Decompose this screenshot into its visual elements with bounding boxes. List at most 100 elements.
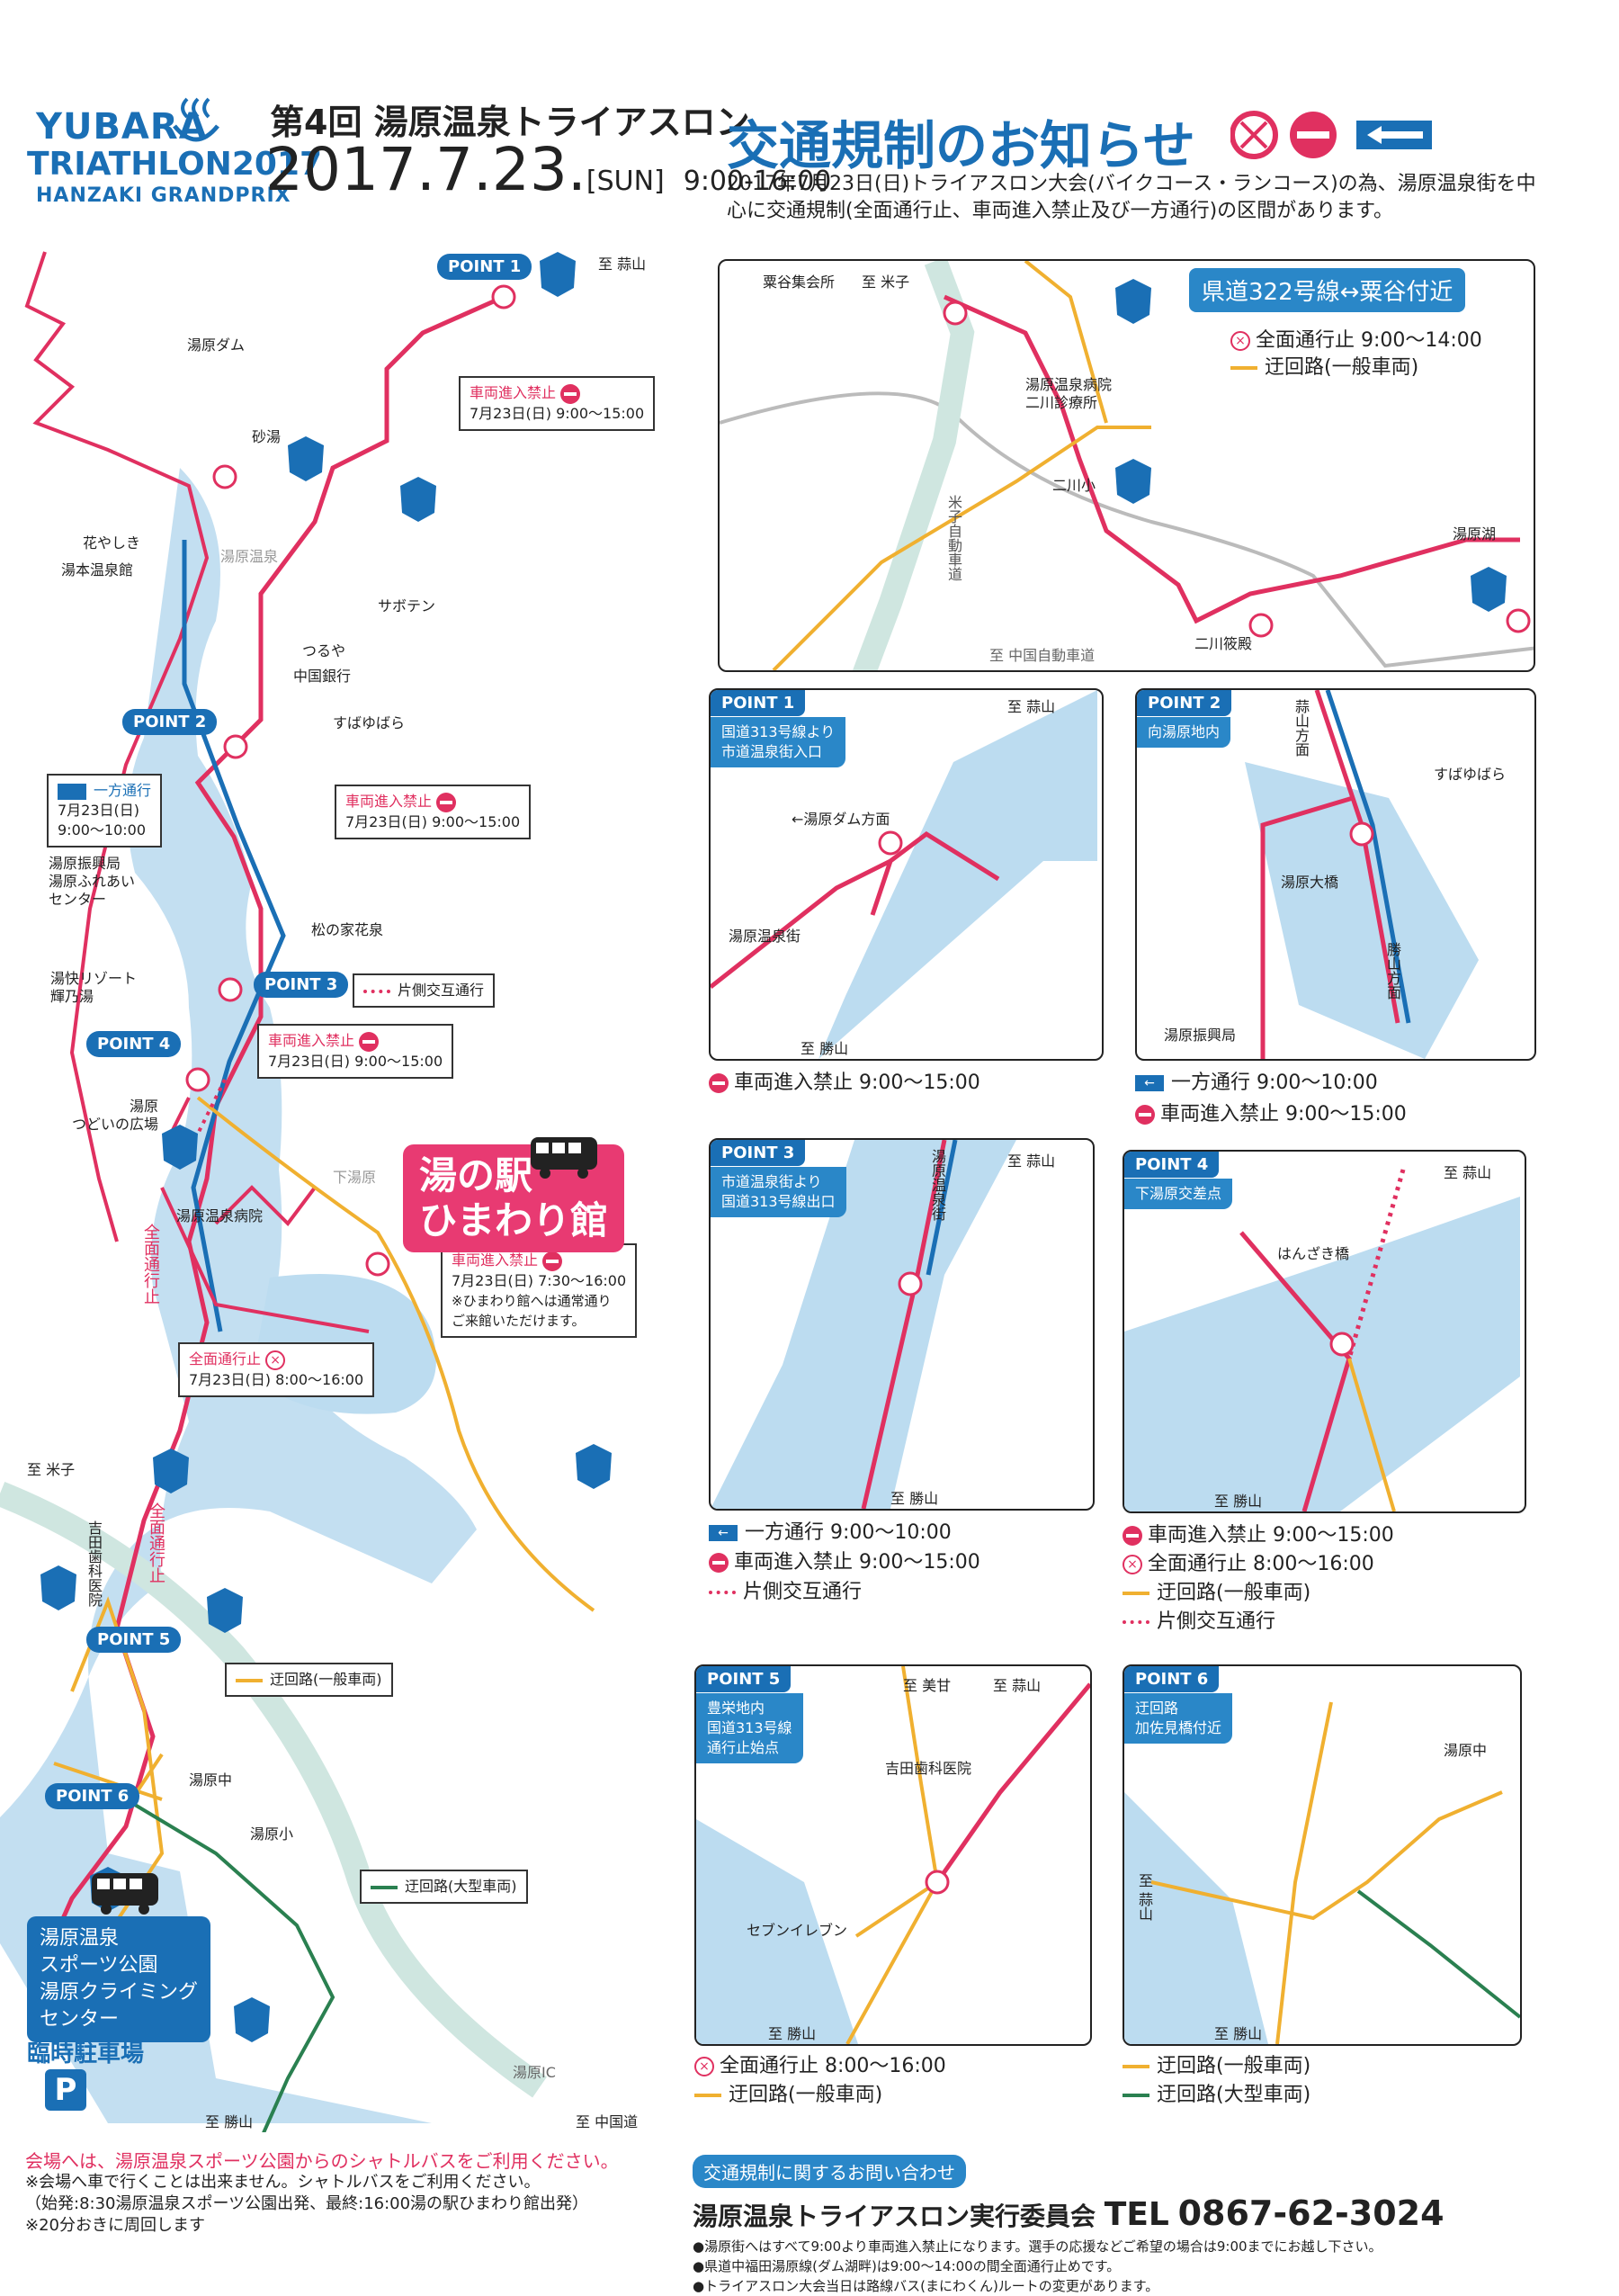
inset-dir-yonago: 至 米子 (862, 274, 910, 291)
panel-5-yoshida-dental: 吉田歯科医院 (885, 1760, 972, 1777)
panel-3-label: POINT 3 (711, 1140, 806, 1166)
place-yubara-es: 湯原小 (250, 1825, 294, 1843)
legend-p2-one-way: ←一方通行 9:00～10:00 (1135, 1066, 1378, 1095)
panel-1-dir-hiruzen: 至 蒜山 (1007, 698, 1056, 715)
place-yubara-onsen: 湯原温泉 (220, 548, 279, 565)
inset-legend-closure: ×全面通行止 9:00～14:00 (1230, 324, 1482, 353)
panel-4-dir-hiruzen: 至 蒜山 (1444, 1164, 1492, 1181)
inset-dir-chugoku: 至 中国自動車道 (989, 647, 1096, 664)
legend-p4-alternating: 片側交互通行 (1123, 1605, 1275, 1634)
footer-notes: 会場へは、湯原温泉スポーツ公園からのシャトルバスをご利用ください。 ※会場へ車で… (25, 2150, 619, 2235)
callout-alternating: 片側交互通行 (353, 973, 496, 1008)
panel-1-dir-dam: ←湯原ダム方面 (792, 811, 890, 828)
onsen-icon (169, 90, 223, 157)
legend-p6-detour-large: 迂回路(大型車両) (1123, 2078, 1310, 2107)
place-saboten: サボテン (378, 597, 436, 614)
panel-5-seven-eleven: セブンイレブン (747, 1922, 848, 1939)
callout-full-closure: 全面通行止 ×7月23日(日) 8:00～16:00 (178, 1342, 375, 1397)
panel-point-1: POINT 1 国道313号線より 市道温泉街入口 至 蒜山 ←湯原ダム方面 湯… (709, 688, 1104, 1061)
legend-p4-detour: 迂回路(一般車両) (1123, 1576, 1310, 1605)
header-description: 2017年7月23日(日)トライアスロン大会(バイクコース・ランコース)の為、湯… (727, 173, 1536, 222)
course-red-1 (24, 251, 210, 1242)
logo-triathlon: TRIATHLON2017 (27, 146, 323, 183)
inset-place-futagawa-ts: 二川筱殿 (1194, 635, 1253, 652)
panel-2-dir-hiruzen: 蒜山方面 (1293, 699, 1310, 757)
contact-notes: ●湯原街へはすべて9:00より車両進入禁止になります。選手の応援などご希望の場合… (693, 2238, 1382, 2294)
panel-point-4: POINT 4 下湯原交差点 はんざき橋 至 蒜山 至 勝山 (1123, 1150, 1526, 1513)
callout-no-entry-2: 車両進入禁止 7月23日(日) 9:00～15:00 (335, 785, 532, 839)
dir-yonago: 至 米子 (27, 1461, 76, 1478)
parking-icon: P (45, 2069, 86, 2111)
page-title: 交通規制のお知らせ (727, 115, 1195, 176)
place-hanayashiki: 花やしき (83, 534, 141, 552)
panel-5-caption: 豊栄地内 国道313号線 通行止始点 (696, 1693, 803, 1763)
panel-2-shinkokyoku: 湯原振興局 (1164, 1027, 1237, 1044)
panel-2-dir-katsuyama: 勝山方面 (1384, 942, 1401, 1000)
place-matsunoya: 松の家花泉 (311, 921, 384, 938)
dir-chugokudo: 至 中国道 (576, 2113, 639, 2130)
contact-phone[interactable]: 0867-62-3024 (1177, 2193, 1445, 2233)
traffic-signs (1230, 108, 1437, 166)
legend-p3-one-way: ←一方通行 9:00～10:00 (709, 1516, 952, 1545)
place-sunayu: 砂湯 (252, 428, 282, 445)
contact-section: 交通規制に関するお問い合わせ 湯原温泉トライアスロン実行委員会 TEL 0867… (693, 2155, 1511, 2296)
main-point-4: POINT 4 (86, 1031, 182, 1057)
panel-3-dir-katsuyama: 至 勝山 (890, 1490, 939, 1507)
inset-legend-detour: 迂回路(一般車両) (1230, 351, 1418, 380)
panel-1-onsen-street: 湯原温泉街 (729, 928, 801, 945)
main-point-3: POINT 3 (254, 972, 349, 998)
place-yumoto-onsenkan: 湯本温泉館 (61, 561, 134, 578)
course-red-3 (160, 1097, 370, 1333)
legend-p1-no-entry: 車両進入禁止 9:00～15:00 (709, 1066, 980, 1095)
place-yubara-dam: 湯原ダム (187, 336, 246, 354)
panel-6-dir-katsuyama: 至 勝山 (1214, 2025, 1263, 2042)
contact-label: 交通規制に関するお問い合わせ (693, 2155, 966, 2188)
callout-no-entry-4: 車両進入禁止 7月23日(日) 7:30～16:00※ひまわり館へは通常通り ご… (441, 1243, 638, 1338)
panel-1-dir-katsuyama: 至 勝山 (801, 1040, 849, 1057)
panel-6-caption: 迂回路 加佐見橋付近 (1124, 1693, 1233, 1744)
panel-5-dir-katsuyama: 至 勝山 (768, 2025, 817, 2042)
main-point-2: POINT 2 (122, 709, 218, 735)
panel-1-caption: 国道313号線より 市道温泉街入口 (711, 717, 846, 767)
inset-title: 県道322号線↔粟谷付近 (1189, 268, 1466, 312)
main-point-5: POINT 5 (86, 1627, 182, 1653)
legend-p4-closure: ×全面通行止 8:00～16:00 (1123, 1547, 1374, 1576)
river (0, 468, 477, 2123)
contact-org-line: 湯原温泉トライアスロン実行委員会 TEL 0867-62-3024 (693, 2193, 1445, 2233)
panel-point-6: POINT 6 迂回路 加佐見橋付近 湯原中 至 蒜山 至 勝山 (1123, 1664, 1522, 2046)
callout-no-entry-1: 車両進入禁止 7月23日(日) 9:00～15:00 (459, 376, 656, 431)
event-date: 2017.7.23.[SUN] 9:00-16:00 (265, 135, 832, 204)
panel-point-2: POINT 2 向湯原地内 蒜山方面 すばゆばら 湯原大橋 勝山方面 湯原振興局 (1135, 688, 1536, 1061)
place-shinkokyoku: 湯原振興局 湯原ふれあい センター (49, 855, 136, 908)
panel-6-yubara-jhs: 湯原中 (1444, 1742, 1488, 1759)
panel-4-caption: 下湯原交差点 (1124, 1179, 1233, 1209)
temporary-parking-label: 臨時駐車場 (27, 2040, 145, 2067)
panel-5-dir-hiruzen: 至 蒜山 (993, 1677, 1042, 1694)
bus-icon (529, 1135, 601, 1184)
place-yubara-hospital: 湯原温泉病院 (176, 1207, 264, 1224)
legend-p2-no-entry: 車両進入禁止 9:00～15:00 (1135, 1098, 1407, 1126)
inset-place-yubarako: 湯原湖 (1453, 525, 1497, 543)
inset-place-awaya: 粟谷集会所 (763, 274, 836, 291)
panel-5-dir-mikamo: 至 美甘 (903, 1677, 952, 1694)
main-point-1: POINT 1 (437, 254, 532, 280)
callout-detour-general: 迂回路(一般車両) (225, 1663, 393, 1697)
place-yoshida-dental: 吉田歯科医院 (85, 1520, 103, 1607)
place-yubara-jhs: 湯原中 (189, 1771, 233, 1789)
panel-2-caption: 向湯原地内 (1137, 717, 1231, 748)
place-kinoyu: 湯快リゾート 輝乃湯 (50, 970, 138, 1005)
roadside-closure-1: 全面通行止 (141, 1224, 160, 1305)
panel-2-subayubara: すばゆばら (1434, 766, 1507, 783)
panel-4-dir-katsuyama: 至 勝山 (1214, 1493, 1263, 1510)
inset-322-awaya: 県道322号線↔粟谷付近 ×全面通行止 9:00～14:00 迂回路(一般車両)… (718, 259, 1535, 672)
panel-1-label: POINT 1 (711, 690, 806, 716)
legend-p6-detour-general: 迂回路(一般車両) (1123, 2049, 1310, 2078)
place-shimoyubara: 下湯原 (333, 1169, 377, 1186)
expressway (0, 1482, 547, 2098)
panel-6-label: POINT 6 (1124, 1666, 1220, 1692)
callout-no-entry-3: 車両進入禁止 7月23日(日) 9:00～15:00 (257, 1024, 454, 1079)
legend-p5-closure: ×全面通行止 8:00～16:00 (694, 2049, 946, 2078)
alternating-dots (196, 1079, 227, 1135)
panel-4-label: POINT 4 (1124, 1152, 1220, 1178)
legend-p3-no-entry: 車両進入禁止 9:00～15:00 (709, 1546, 980, 1574)
